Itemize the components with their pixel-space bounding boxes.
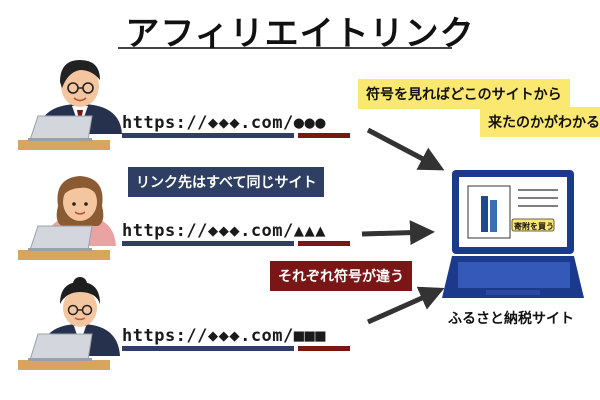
affiliate-url: https://◆◆◆.com/▲▲▲ <box>122 221 326 241</box>
affiliate-url: https://◆◆◆.com/■■■ <box>122 326 326 346</box>
url-underline-code <box>298 346 350 351</box>
arrow-icon <box>366 286 445 325</box>
woman-laptop-icon <box>18 277 120 370</box>
site-name-label: ふるさと納税サイト <box>448 311 574 327</box>
buy-button-label: 寄附を買う <box>514 222 554 231</box>
woman-laptop-icon <box>18 176 116 260</box>
url-underline-domain <box>122 133 294 138</box>
tells-origin-label-line2: 来たのかがわかる <box>480 107 600 137</box>
url-underline-code <box>298 133 350 138</box>
laptop-icon <box>442 170 584 298</box>
arrow-icon <box>361 220 435 246</box>
url-underline-domain <box>122 241 294 246</box>
page-title: アフィリエイトリンク <box>125 14 475 54</box>
arrow-icon <box>366 127 445 171</box>
url-underline-code <box>298 241 350 246</box>
affiliate-url: https://◆◆◆.com/●●● <box>122 113 326 133</box>
different-code-label: それぞれ符号が違う <box>270 261 412 291</box>
url-underline-domain <box>122 346 294 351</box>
tells-origin-label-line1: 符号を見ればどこのサイトから <box>358 79 570 109</box>
person-laptop-icon <box>18 60 122 150</box>
same-site-label: リンク先はすべて同じサイト <box>128 167 325 197</box>
